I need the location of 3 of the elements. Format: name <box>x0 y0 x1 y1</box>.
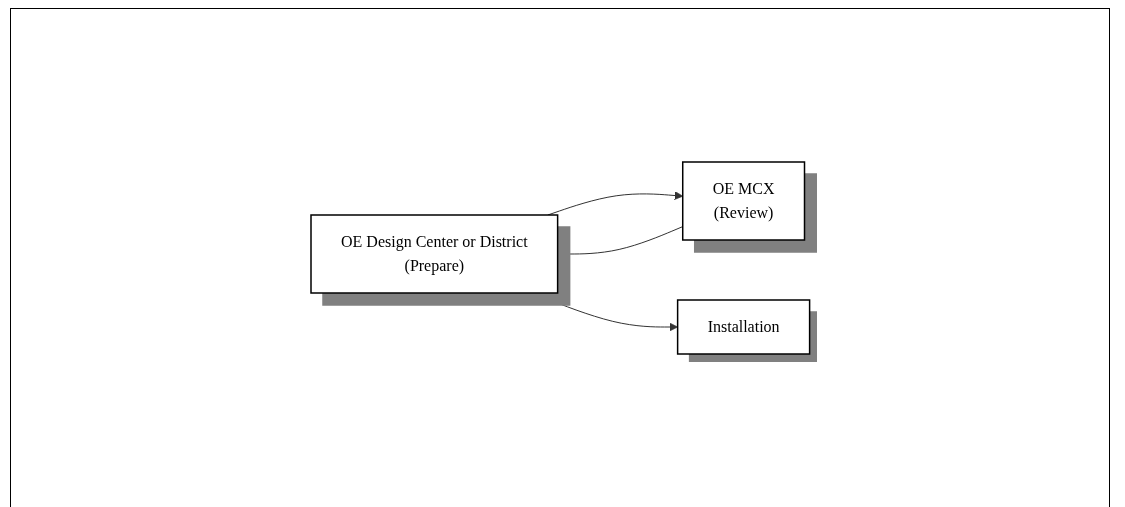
node-box: OE Design Center or District (Prepare) <box>309 214 559 294</box>
node-box: OE MCX (Review) <box>681 161 805 241</box>
node-box: Installation <box>676 299 811 355</box>
